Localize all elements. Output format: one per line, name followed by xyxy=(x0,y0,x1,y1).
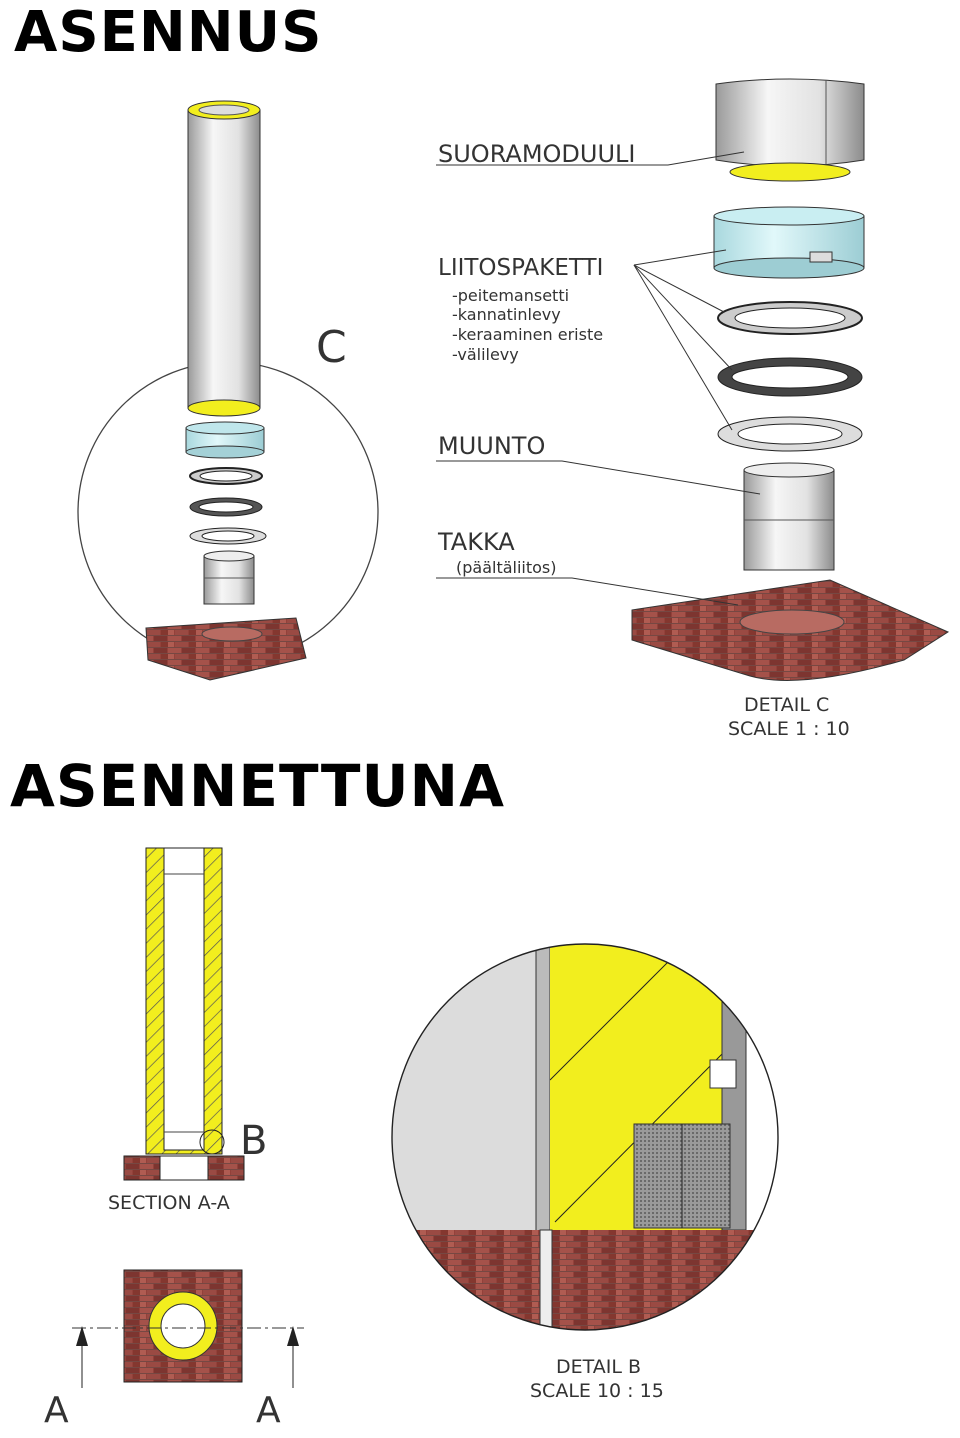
detail-b-marker: B xyxy=(240,1118,268,1164)
label-fireplace: TAKKA xyxy=(438,528,515,556)
section-caption: SECTION A-A xyxy=(108,1192,230,1214)
install-title: ASENNUS xyxy=(14,0,323,65)
kit-item: -keraaminen eriste xyxy=(452,325,604,344)
label-straight-module: SUORAMODUULI xyxy=(438,140,636,168)
section-a-a-drawing xyxy=(123,847,245,1181)
section-marker-left: A xyxy=(44,1390,69,1431)
detail-c-drawing xyxy=(436,78,950,681)
label-connection-kit: LIITOSPAKETTI xyxy=(438,255,604,281)
detail-c-marker: C xyxy=(316,322,347,373)
kit-item: -peitemansetti xyxy=(452,286,570,305)
kit-item: -välilevy xyxy=(452,345,519,364)
kit-item: -kannatinlevy xyxy=(452,305,561,324)
label-fireplace-note: (päältäliitos) xyxy=(456,558,557,577)
installed-title: ASENNETTUNA xyxy=(10,752,505,820)
section-marker-right: A xyxy=(256,1390,281,1431)
detail-b-scale: SCALE 10 : 15 xyxy=(530,1380,664,1402)
detail-b-caption: DETAIL B xyxy=(556,1356,642,1378)
detail-c-scale: SCALE 1 : 10 xyxy=(728,718,850,740)
exploded-assembly xyxy=(77,100,379,681)
detail-b-drawing xyxy=(391,943,779,1331)
detail-c-caption: DETAIL C xyxy=(744,694,830,716)
top-view-drawing xyxy=(72,1269,304,1388)
label-adapter: MUUNTO xyxy=(438,432,546,460)
